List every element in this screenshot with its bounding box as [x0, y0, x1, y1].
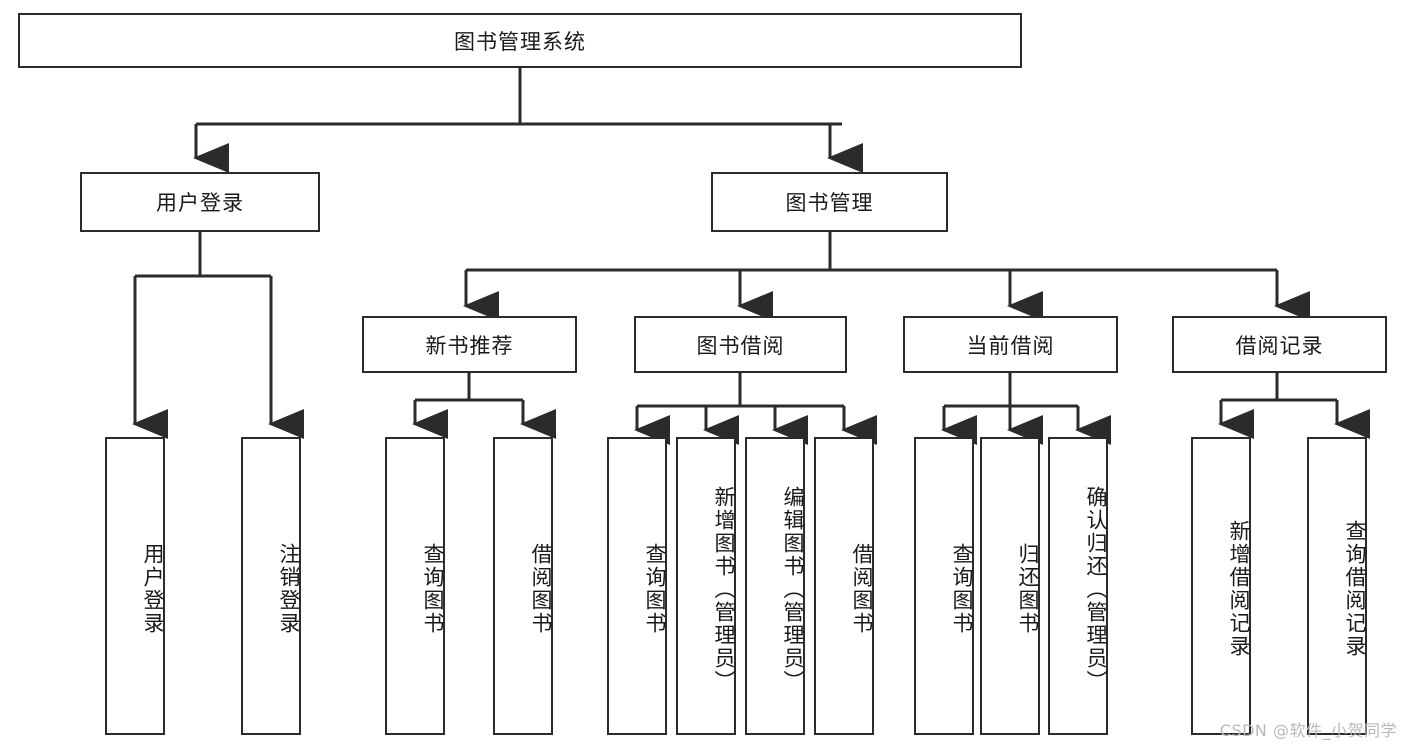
leaf-borrow-record-add-label: 新增借阅记录	[1227, 520, 1251, 658]
leaf-book-borrow-query[interactable]: 查询图书	[607, 437, 667, 735]
leaf-current-borrow-query[interactable]: 查询图书	[914, 437, 974, 735]
leaf-user-login-login-label: 用户登录	[141, 543, 165, 635]
node-root-label: 图书管理系统	[454, 29, 586, 54]
leaf-borrow-record-query[interactable]: 查询借阅记录	[1307, 437, 1367, 735]
leaf-book-borrow-borrow-label: 借阅图书	[850, 543, 874, 635]
leaf-book-borrow-add-label: 新增图书（管理员）	[712, 485, 736, 693]
node-current-borrow-label: 当前借阅	[966, 333, 1055, 358]
node-new-book-recommend-label: 新书推荐	[425, 333, 514, 358]
node-new-book-recommend[interactable]: 新书推荐	[362, 316, 577, 373]
leaf-new-book-query-label: 查询图书	[421, 543, 445, 635]
leaf-current-borrow-return-label: 归还图书	[1016, 543, 1040, 635]
leaf-borrow-record-query-label: 查询借阅记录	[1343, 520, 1367, 658]
leaf-book-borrow-borrow[interactable]: 借阅图书	[814, 437, 874, 735]
node-borrow-record-label: 借阅记录	[1235, 333, 1324, 358]
leaf-book-borrow-edit[interactable]: 编辑图书（管理员）	[745, 437, 805, 735]
node-current-borrow[interactable]: 当前借阅	[903, 316, 1118, 373]
leaf-user-login-logout-label: 注销登录	[277, 543, 301, 635]
leaf-user-login-login[interactable]: 用户登录	[105, 437, 165, 735]
leaf-user-login-logout[interactable]: 注销登录	[241, 437, 301, 735]
leaf-current-borrow-confirm-label: 确认归还（管理员）	[1084, 485, 1108, 693]
node-user-login[interactable]: 用户登录	[80, 172, 320, 232]
leaf-book-borrow-edit-label: 编辑图书（管理员）	[781, 485, 805, 693]
leaf-book-borrow-query-label: 查询图书	[643, 543, 667, 635]
node-root-system[interactable]: 图书管理系统	[18, 13, 1022, 68]
leaf-new-book-query[interactable]: 查询图书	[385, 437, 445, 735]
leaf-borrow-record-add[interactable]: 新增借阅记录	[1191, 437, 1251, 735]
leaf-current-borrow-query-label: 查询图书	[950, 543, 974, 635]
node-borrow-record[interactable]: 借阅记录	[1172, 316, 1387, 373]
node-user-login-label: 用户登录	[156, 191, 244, 215]
leaf-new-book-borrow[interactable]: 借阅图书	[493, 437, 553, 735]
node-book-borrow[interactable]: 图书借阅	[634, 316, 847, 373]
leaf-book-borrow-add[interactable]: 新增图书（管理员）	[676, 437, 736, 735]
leaf-current-borrow-return[interactable]: 归还图书	[980, 437, 1040, 735]
node-book-borrow-label: 图书借阅	[696, 333, 785, 358]
leaf-current-borrow-confirm[interactable]: 确认归还（管理员）	[1048, 437, 1108, 735]
node-book-manage-label: 图书管理	[785, 191, 874, 215]
leaf-new-book-borrow-label: 借阅图书	[529, 543, 553, 635]
node-book-manage[interactable]: 图书管理	[711, 172, 948, 232]
